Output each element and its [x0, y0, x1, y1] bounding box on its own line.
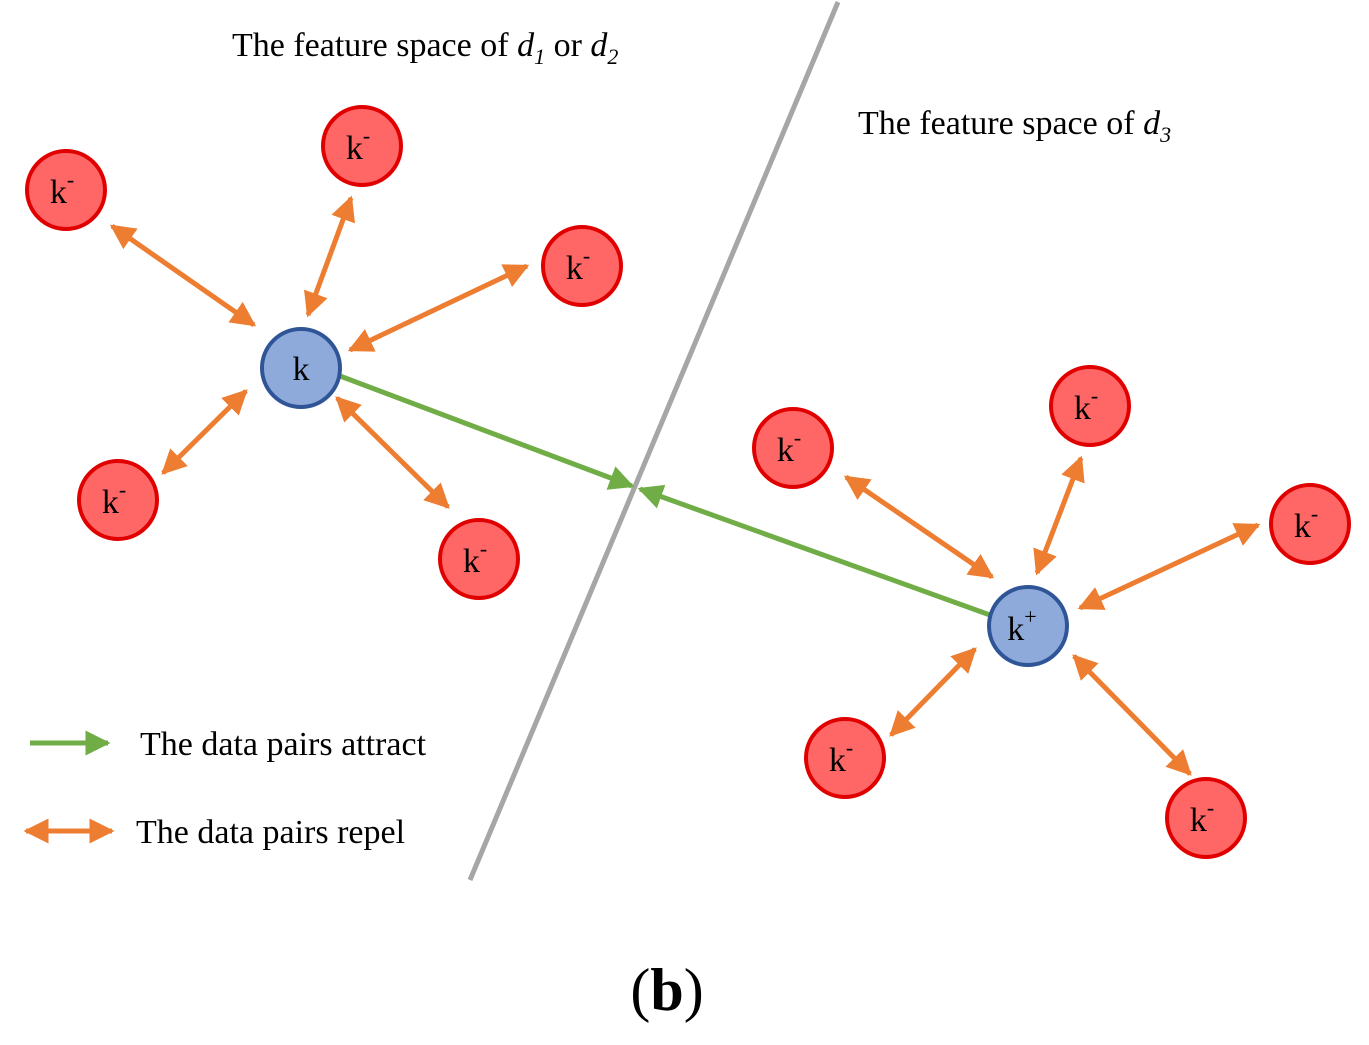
svg-text:k-: k- [1294, 501, 1318, 545]
legend-attract-label: The data pairs attract [140, 726, 427, 763]
svg-text:k-: k- [346, 123, 370, 167]
repel-arrow [347, 263, 530, 353]
right-space-title: The feature space of d3 [858, 105, 1171, 147]
svg-text:k-: k- [566, 243, 590, 287]
negative-node: k- [752, 407, 834, 489]
anchor-node: k [260, 327, 342, 409]
figure-caption: (b) [630, 957, 703, 1023]
svg-text:k-: k- [777, 425, 801, 469]
repel-arrow [161, 389, 248, 475]
negative-node: k- [438, 518, 520, 600]
repel-arrow [1072, 654, 1192, 776]
left-repel-arrows [109, 195, 530, 509]
svg-text:k-: k- [463, 536, 487, 580]
repel-arrow [843, 474, 995, 580]
negative-node: k- [77, 459, 159, 541]
left-space-title: The feature space of d1 or d2 [232, 27, 618, 69]
anchor-label: k [293, 351, 310, 388]
negative-node: k- [1269, 483, 1351, 565]
positive-label: k+ [1007, 604, 1036, 648]
svg-text:k-: k- [102, 477, 126, 521]
repel-arrow [1077, 522, 1261, 611]
svg-text:k-: k- [829, 735, 853, 779]
svg-text:k-: k- [50, 167, 74, 211]
negative-node: k- [1049, 365, 1131, 447]
repel-arrow [1033, 455, 1085, 576]
repel-arrow [304, 195, 355, 318]
svg-text:k-: k- [1074, 383, 1098, 427]
repel-arrow [109, 223, 257, 328]
negative-node: k- [321, 105, 403, 187]
negative-node: k- [25, 149, 107, 231]
repel-arrow [335, 396, 450, 509]
negative-node: k- [541, 225, 623, 307]
right-repel-arrows [843, 455, 1261, 776]
negative-node: k- [1165, 777, 1247, 859]
svg-text:k-: k- [1190, 795, 1214, 839]
legend: The data pairs attract The data pairs re… [23, 726, 427, 851]
attract-arrows [339, 373, 991, 618]
attract-arrow-right [637, 484, 991, 618]
legend-repel-label: The data pairs repel [136, 814, 405, 851]
negative-node: k- [804, 717, 886, 799]
feature-space-divider [467, 1, 841, 881]
attract-arrow-left [339, 373, 635, 490]
repel-arrow [889, 647, 977, 737]
positive-node: k+ [987, 585, 1069, 667]
